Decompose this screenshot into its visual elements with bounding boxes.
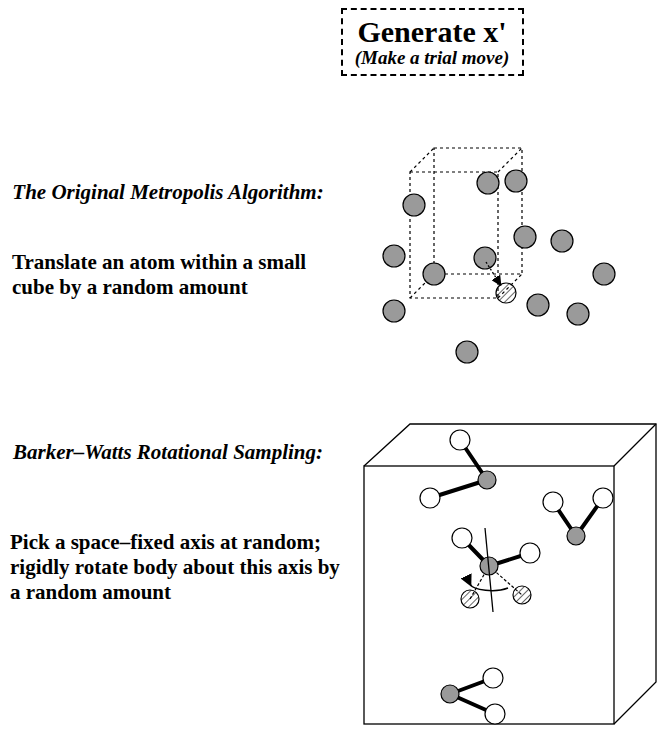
method-description: Translate an atom within a small cube by… (12, 250, 332, 300)
method-heading: Barker–Watts Rotational Sampling: (8, 440, 328, 465)
bonds (430, 440, 603, 714)
trial-atom (496, 283, 516, 303)
box-subtitle: (Make a trial move) (355, 48, 510, 69)
method-description: Pick a space–fixed axis at random; rigid… (10, 530, 350, 604)
rotation-axis (485, 528, 493, 612)
box-heading: Generate x' (355, 15, 510, 48)
move-arrow (486, 262, 500, 284)
simulation-box (364, 424, 656, 724)
trial-cube (410, 148, 522, 298)
molecule-atoms (420, 430, 613, 724)
rotation-arrow (470, 584, 508, 591)
method-heading: The Original Metropolis Algorithm: (8, 180, 328, 205)
atoms (383, 170, 615, 363)
dashed-box: Generate x'(Make a trial move) (341, 8, 524, 76)
